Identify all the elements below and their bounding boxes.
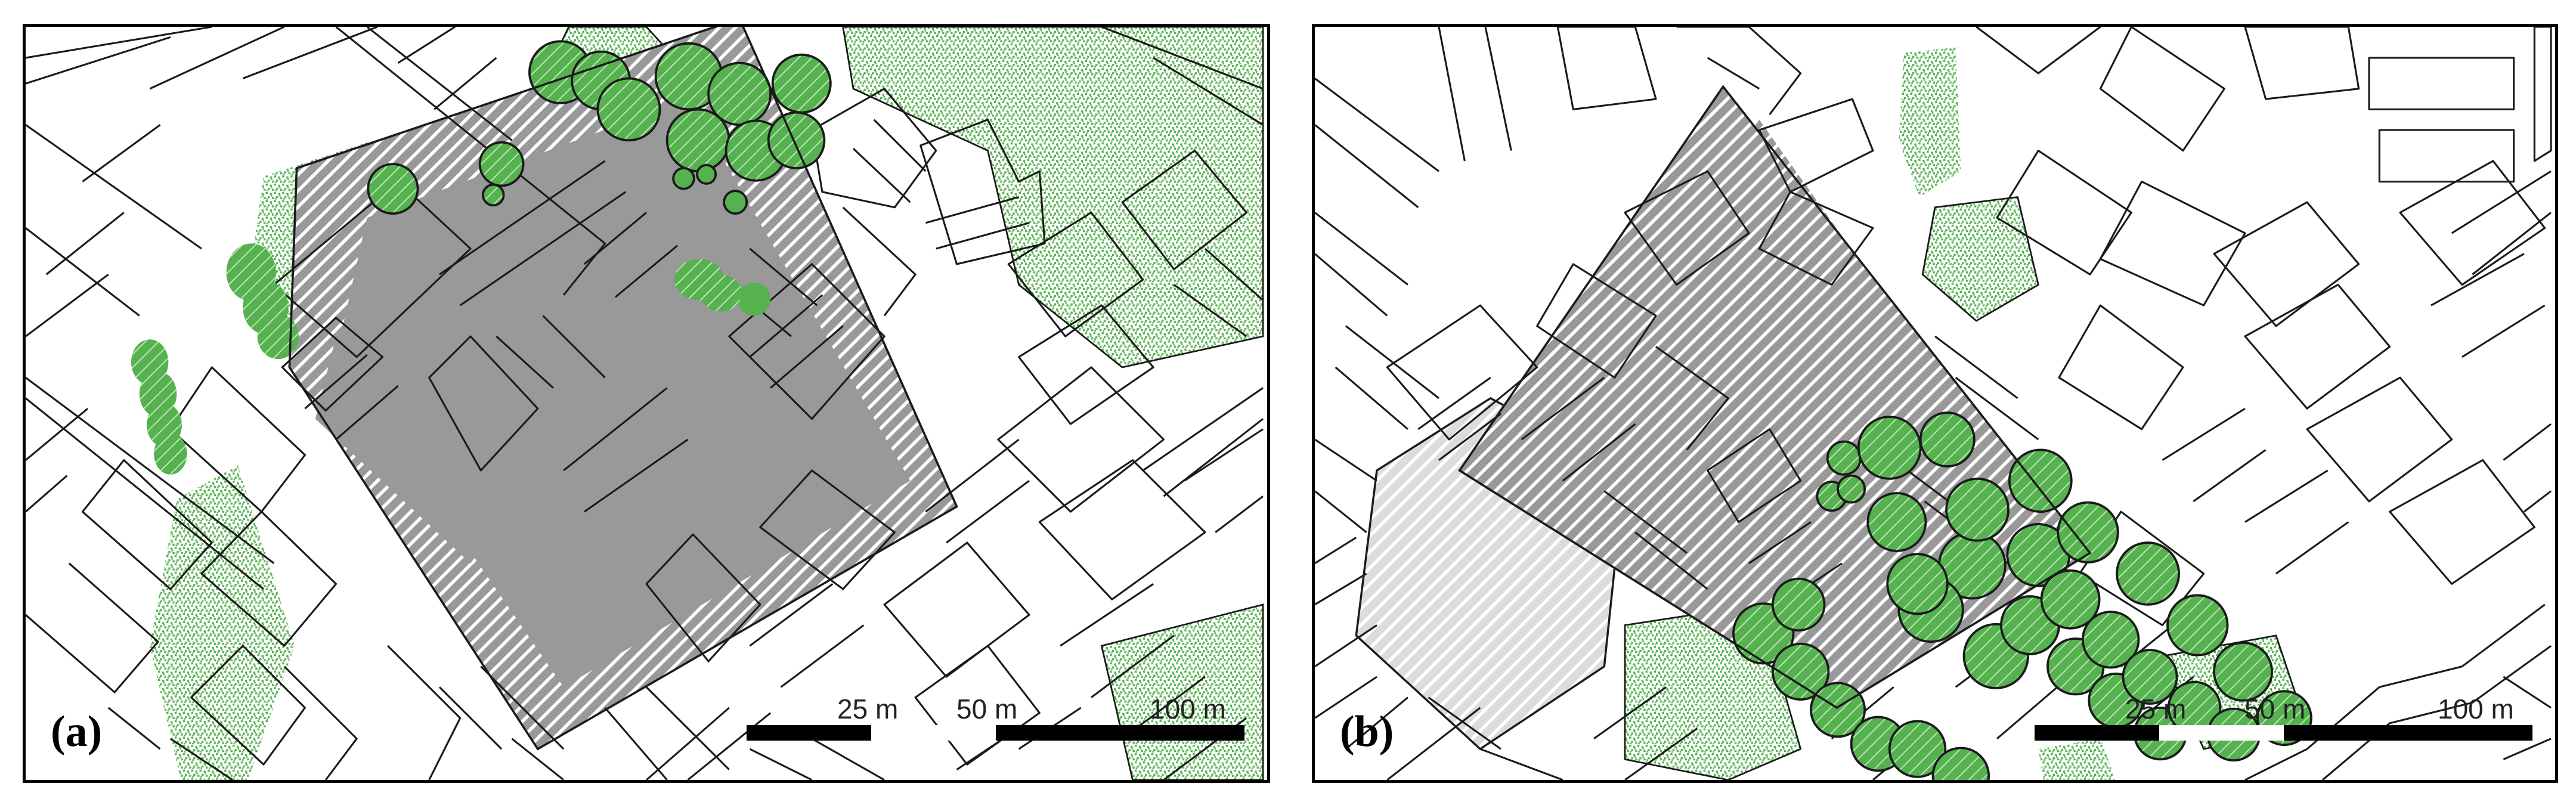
- scale-seg-2: [2159, 725, 2284, 741]
- scale-bar-b-labels: 25 m 50 m 100 m: [2035, 688, 2532, 725]
- scale-bar-a: 25 m 50 m 100 m: [747, 688, 1244, 758]
- scale-seg-2: [871, 725, 996, 741]
- scale-bar-b-bar: [2035, 725, 2532, 741]
- scale-seg-1: [2035, 725, 2159, 741]
- map-panel-a: (a) 25 m 50 m 100 m: [23, 24, 1270, 783]
- study-area-edge: [288, 27, 958, 751]
- map-panel-b: (b) 25 m 50 m 100 m: [1312, 24, 2558, 783]
- scale-seg-1: [747, 725, 871, 741]
- map-b-canvas: [1315, 27, 2555, 780]
- tree-crowns: [367, 40, 832, 316]
- study-area-edge: [1458, 85, 2092, 709]
- scale-bar-a-labels: 25 m 50 m 100 m: [747, 688, 1244, 725]
- tree-cluster-blobs: [131, 243, 742, 475]
- scale-tick-100m-a: 100 m: [1150, 693, 1226, 724]
- scale-seg-3: [996, 725, 1244, 741]
- scale-tick-25m-a: 25 m: [837, 693, 899, 724]
- map-a-canvas: [26, 27, 1267, 780]
- scale-bar-b: 25 m 50 m 100 m: [2035, 688, 2532, 758]
- tree-crowns: [1732, 411, 2312, 780]
- scale-tick-25m-b: 25 m: [2125, 693, 2187, 724]
- panel-label-a: (a): [51, 707, 103, 756]
- scale-tick-100m-b: 100 m: [2438, 693, 2514, 724]
- scale-seg-3: [2284, 725, 2532, 741]
- panel-label-b: (b): [1340, 707, 1394, 756]
- scale-bar-a-bar: [747, 725, 1244, 741]
- scale-tick-50m-a: 50 m: [956, 693, 1018, 724]
- map-linework: [26, 27, 1264, 780]
- scale-tick-50m-b: 50 m: [2244, 693, 2306, 724]
